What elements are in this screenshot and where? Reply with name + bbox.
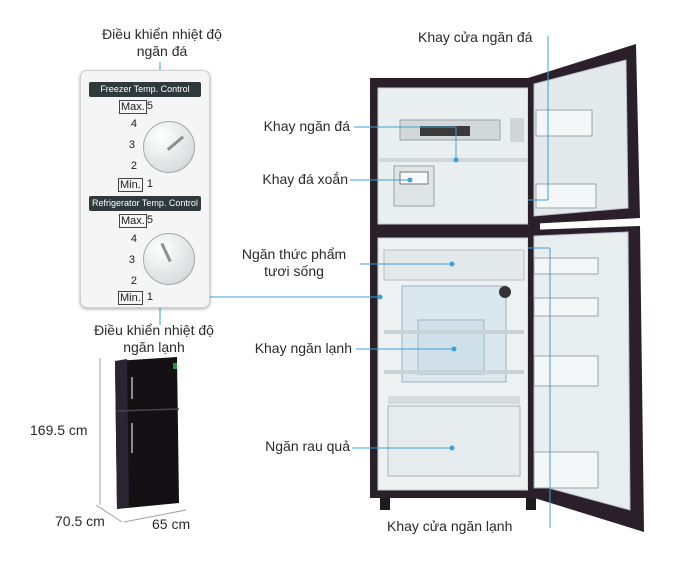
fridge-dial[interactable] xyxy=(143,233,195,285)
fridge-step-4: 4 xyxy=(130,233,137,245)
freezer-dial[interactable] xyxy=(143,121,195,173)
mini-fridge-illustration xyxy=(115,357,180,509)
fridge-control-title: Refrigerator Temp. Control xyxy=(89,196,201,211)
freezer-min-label: Min. xyxy=(118,178,143,192)
twist-ice-label: Khay đá xoắn xyxy=(262,171,348,187)
fridge-step-5: 5 xyxy=(146,214,153,226)
fridge-door-tray-label: Khay cửa ngăn lạnh xyxy=(387,518,513,534)
freezer-step-3: 3 xyxy=(128,139,135,151)
fridge-step-3: 3 xyxy=(128,254,135,266)
freezer-control-label: Điều khiển nhiệt độ ngăn đá xyxy=(102,26,222,59)
freezer-step-2: 2 xyxy=(130,160,137,172)
freezer-max-label: Max. xyxy=(119,100,147,114)
fridge-min-label: Min. xyxy=(118,291,143,305)
freezer-step-5: 5 xyxy=(146,100,153,112)
fridge-tray-label: Khay ngăn lạnh xyxy=(254,340,352,356)
depth-dimension: 70.5 cm xyxy=(55,513,105,529)
temperature-control-panel: Freezer Temp. Control Max. 5 4 3 2 Min. … xyxy=(80,70,210,308)
fresh-food-label: Ngăn thức phẩm tươi sống xyxy=(241,246,347,279)
height-dimension: 169.5 cm xyxy=(30,422,88,438)
freezer-control-title: Freezer Temp. Control xyxy=(89,82,201,97)
fridge-step-1: 1 xyxy=(146,291,153,303)
fridge-control-label: Điều khiển nhiệt độ ngăn lạnh xyxy=(94,322,214,355)
freezer-door-tray-label: Khay cửa ngăn đá xyxy=(418,29,533,45)
crisper-label: Ngăn rau quả xyxy=(265,438,350,454)
fridge-max-label: Max. xyxy=(119,214,147,228)
width-dimension: 65 cm xyxy=(152,516,191,532)
freezer-step-1: 1 xyxy=(146,178,153,190)
fridge-step-2: 2 xyxy=(130,275,137,287)
freezer-tray-label: Khay ngăn đá xyxy=(263,118,350,134)
freezer-step-4: 4 xyxy=(130,118,137,130)
